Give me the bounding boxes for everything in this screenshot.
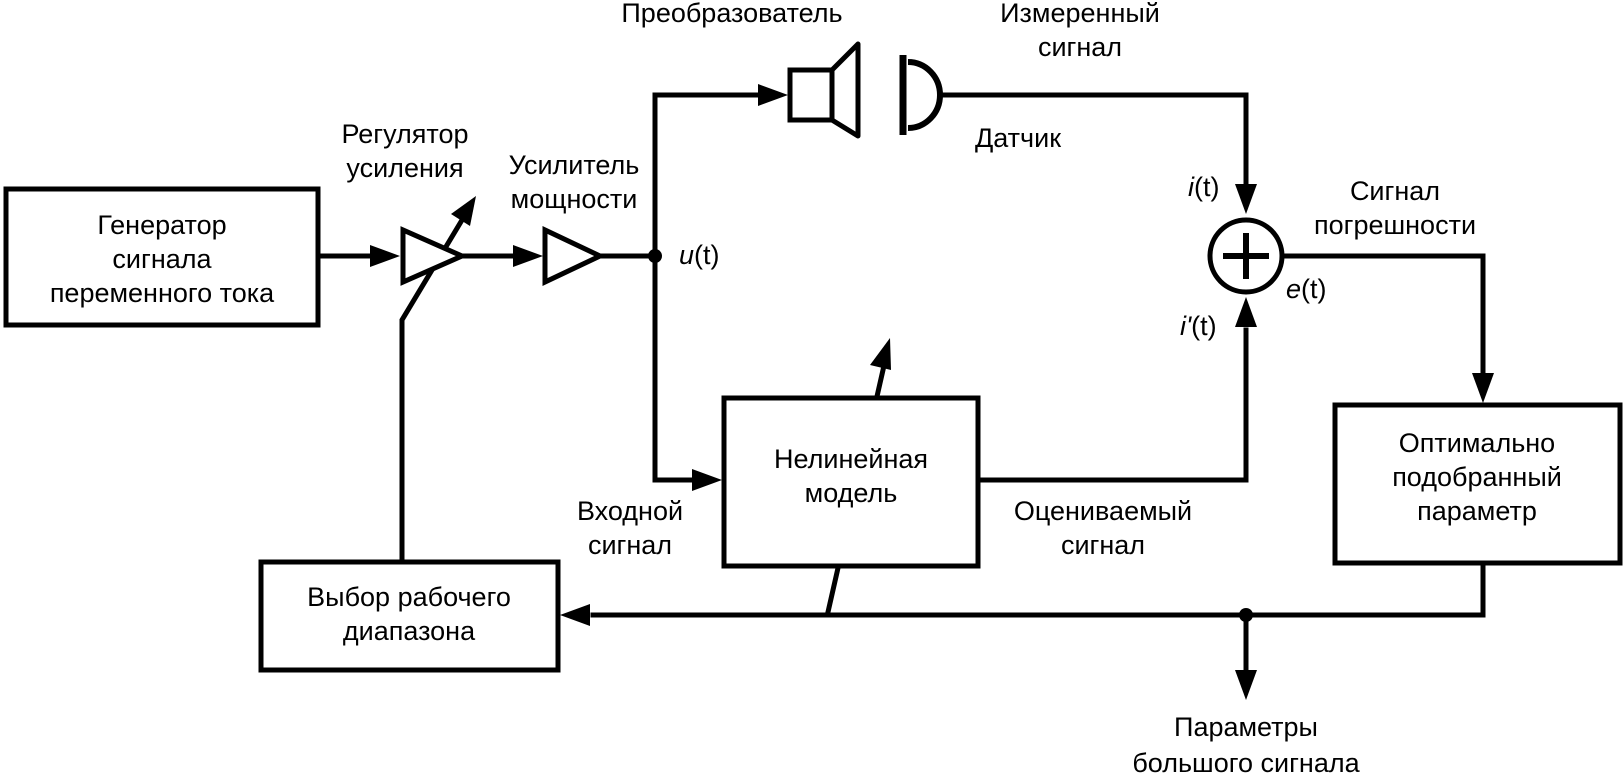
signal-e-name: e [1286, 274, 1301, 304]
power-amp-label-2: мощности [511, 184, 638, 214]
generator-line-2: сигнала [112, 244, 212, 274]
arrowhead [1235, 297, 1257, 327]
measured-signal-label-2: сигнал [1038, 32, 1122, 62]
loudspeaker-icon [787, 41, 861, 139]
signal-i-prime-arg: (t) [1191, 311, 1216, 341]
block-ac-signal-generator [3, 186, 321, 328]
arrowhead [560, 604, 590, 626]
signal-i-label: i(t) [1188, 172, 1219, 202]
wire-node-to-transducer [652, 92, 763, 259]
arrowhead [692, 469, 722, 491]
input-signal-label-1: Входной [577, 496, 683, 526]
block-range-select [258, 559, 561, 673]
signal-i-arg: (t) [1194, 172, 1219, 202]
wire-sum-to-optimizer [1280, 253, 1486, 378]
arrowhead [1235, 670, 1257, 700]
signal-u-arg: (t) [694, 240, 719, 270]
generator-line-1: Генератор [97, 210, 226, 240]
error-signal-label-2: погрешности [1314, 210, 1476, 240]
model-line-1: Нелинейная [774, 444, 928, 474]
wire-model-to-sum [975, 327, 1249, 483]
signal-u-label: u(t) [679, 240, 720, 270]
optimizer-line-2: подобранный [1392, 462, 1562, 492]
power-amp-label-1: Усилитель [509, 150, 640, 180]
arrowhead [870, 338, 891, 370]
estimated-signal-label-1: Оцениваемый [1014, 496, 1192, 526]
signal-i-prime-label: i'(t) [1180, 311, 1217, 341]
range-select-line-2: диапазона [343, 616, 476, 646]
optimizer-line-1: Оптимально [1399, 428, 1555, 458]
large-signal-params-label-2: большого сигнала [1132, 748, 1360, 778]
gain-regulator-symbol [400, 226, 469, 286]
range-select-line-1: Выбор рабочего [307, 582, 511, 612]
signal-u-name: u [679, 240, 694, 270]
wire-node-to-model [652, 253, 693, 483]
optimizer-line-3: параметр [1417, 496, 1537, 526]
block-optimal-parameter [1332, 402, 1623, 566]
arrowhead [758, 84, 788, 106]
transducer-label: Преобразователь [621, 0, 842, 28]
signal-e-arg: (t) [1301, 274, 1326, 304]
input-signal-label-2: сигнал [588, 530, 672, 560]
wire-sensor-to-sum [962, 92, 1249, 188]
error-signal-label-1: Сигнал [1350, 176, 1440, 206]
block-nonlinear-model [721, 395, 981, 569]
power-amplifier-symbol [542, 226, 606, 286]
gain-regulator-label-1: Регулятор [341, 119, 468, 149]
arrowhead [370, 245, 400, 267]
arrowhead [1235, 184, 1257, 214]
microphone-icon [899, 55, 965, 135]
arrowhead [451, 196, 476, 226]
summing-junction-icon [1207, 217, 1285, 295]
gain-regulator-label-2: усиления [346, 153, 463, 183]
measured-signal-label-1: Измеренный [1000, 0, 1160, 28]
large-signal-params-label-1: Параметры [1174, 712, 1318, 742]
arrowhead [1472, 373, 1494, 403]
arrowhead [513, 245, 543, 267]
generator-line-3: переменного тока [50, 278, 275, 308]
wire-optimizer-to-range-select [590, 562, 1486, 618]
model-line-2: модель [805, 478, 898, 508]
signal-i-prime-name: i' [1180, 311, 1192, 341]
signal-e-label: e(t) [1286, 274, 1327, 304]
estimated-signal-label-2: сигнал [1061, 530, 1145, 560]
signal-i-name: i [1188, 172, 1195, 202]
sensor-label: Датчик [975, 123, 1061, 153]
